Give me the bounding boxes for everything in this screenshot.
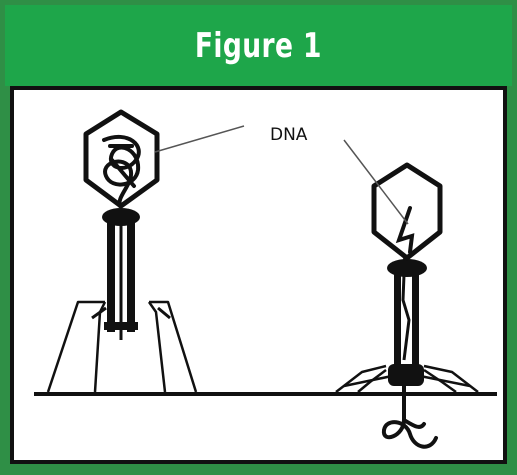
left-phage <box>48 112 196 392</box>
left-tail <box>107 222 115 332</box>
right-phage <box>336 165 478 447</box>
left-collar <box>102 208 140 226</box>
dna-label: DNA <box>270 125 308 145</box>
dna-pointer-left <box>155 126 244 152</box>
right-tail <box>394 272 401 368</box>
right-collar <box>387 259 427 277</box>
